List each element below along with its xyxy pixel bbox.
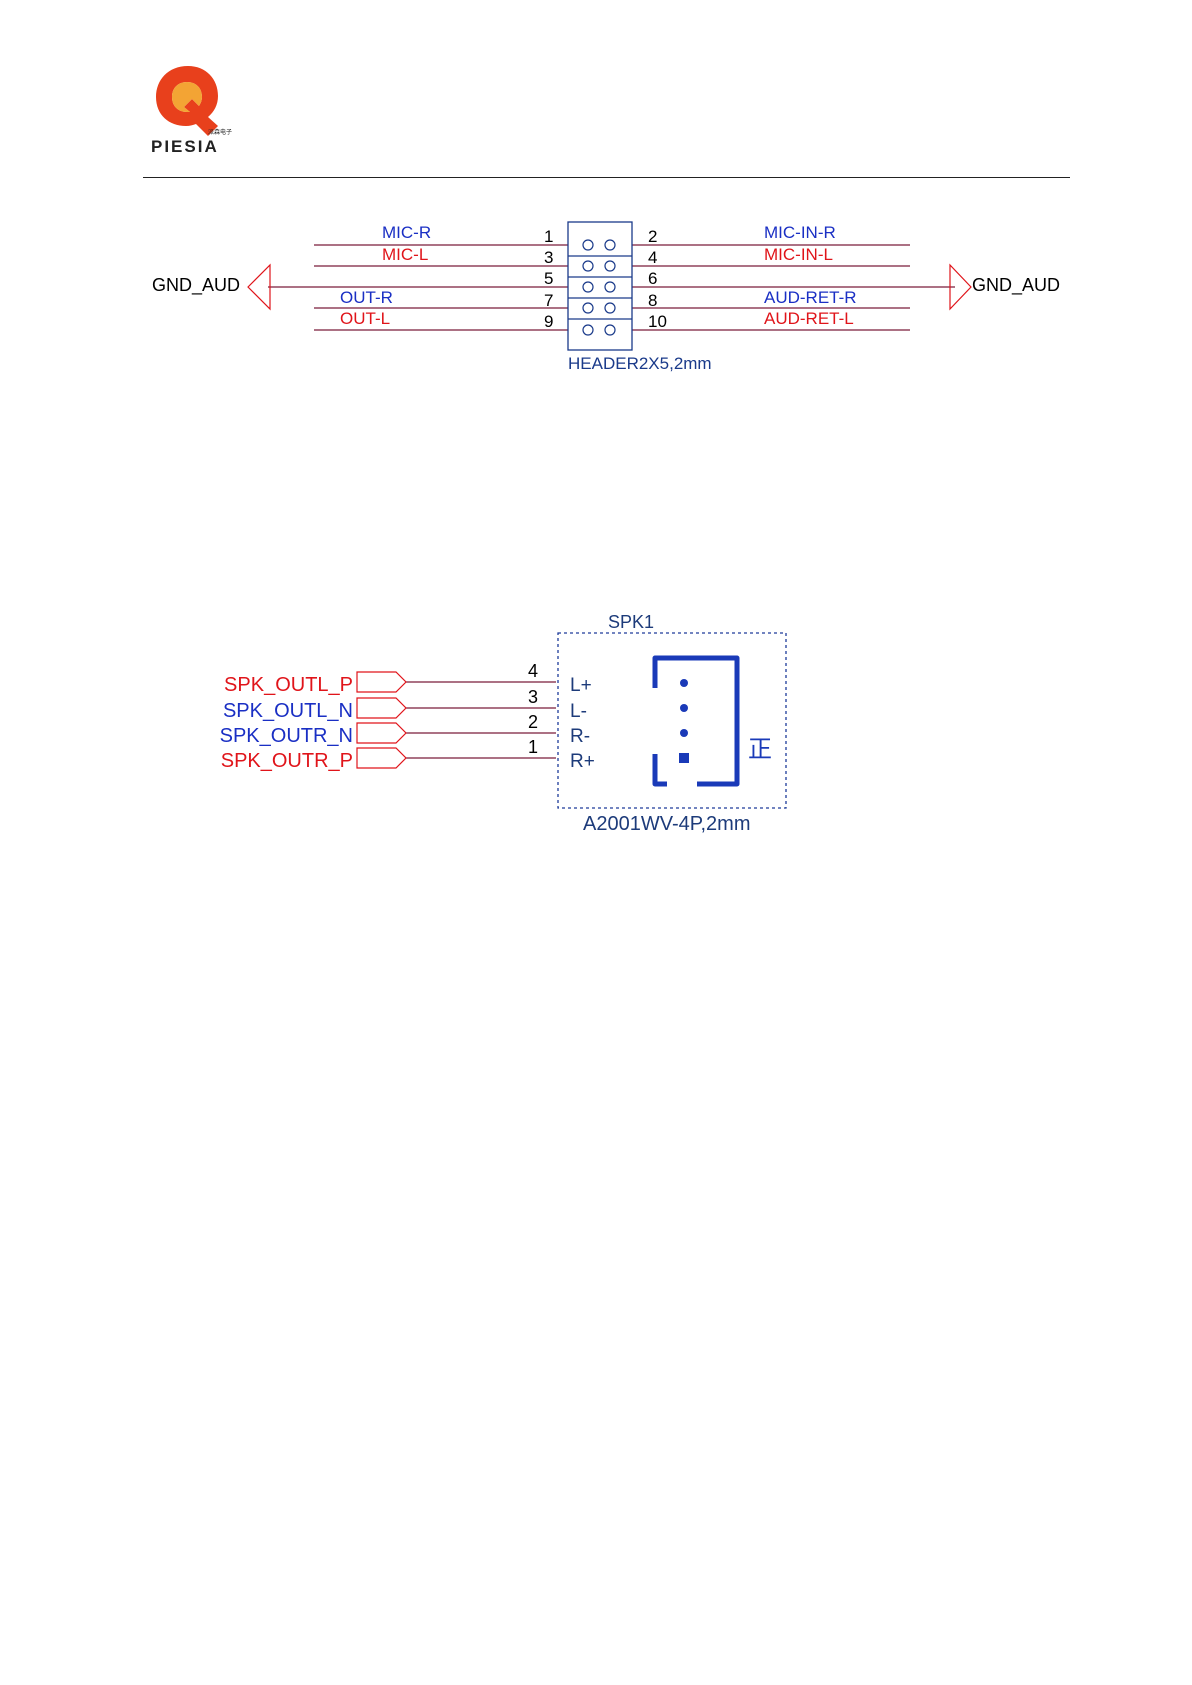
- pin-label: L-: [570, 701, 587, 722]
- pin-number: 10: [648, 312, 667, 331]
- speaker-connector-schematic: SPK1 SPK_OUTL_P SPK_OUTL_N SPK_OUTR_N SP…: [0, 560, 1192, 860]
- pin-label: R+: [570, 751, 595, 772]
- ground-label-left: GND_AUD: [152, 275, 240, 296]
- connector-designator: SPK1: [608, 612, 654, 632]
- pin1-square-icon: [679, 753, 689, 763]
- polarity-mark: 正: [748, 736, 772, 763]
- port-flag-icon: [357, 723, 406, 743]
- port-flag-icon: [357, 672, 406, 692]
- pin-number: 3: [544, 248, 553, 267]
- pin-number: 1: [544, 227, 553, 246]
- pin-number: 3: [528, 687, 538, 707]
- header-body: [568, 222, 632, 350]
- pin-number: 2: [528, 712, 538, 732]
- net-label: MIC-L: [382, 245, 428, 264]
- net-label: MIC-IN-R: [764, 223, 836, 242]
- pin-number: 6: [648, 269, 657, 288]
- connector-body: [655, 658, 737, 784]
- net-label: OUT-L: [340, 309, 390, 328]
- net-label: AUD-RET-R: [764, 288, 857, 307]
- net-label: MIC-R: [382, 223, 431, 242]
- port-net-label: SPK_OUTR_P: [221, 750, 353, 772]
- port-net-label: SPK_OUTL_P: [224, 674, 353, 696]
- connector-part-label: A2001WV-4P,2mm: [583, 813, 751, 835]
- pin-label: L+: [570, 675, 592, 696]
- port-net-label: SPK_OUTL_N: [223, 700, 353, 722]
- ground-label-right: GND_AUD: [972, 275, 1060, 296]
- pin-number: 7: [544, 291, 553, 310]
- pin-number: 2: [648, 227, 657, 246]
- pin-dot-icon: [680, 704, 688, 712]
- audio-header-schematic: GND_AUD GND_AUD HEADER2X5,2mm MIC-R MIC-…: [0, 0, 1192, 420]
- pin-number: 9: [544, 312, 553, 331]
- header-part-label: HEADER2X5,2mm: [568, 354, 712, 373]
- port-flags: [357, 672, 406, 768]
- pin-number: 1: [528, 737, 538, 757]
- pin-number: 5: [544, 269, 553, 288]
- net-label: AUD-RET-L: [764, 309, 854, 328]
- pin-number: 4: [528, 661, 538, 681]
- pin-dot-icon: [680, 729, 688, 737]
- net-label: OUT-R: [340, 288, 393, 307]
- net-label: MIC-IN-L: [764, 245, 833, 264]
- pin-number: 8: [648, 291, 657, 310]
- connector-pins: [679, 679, 689, 763]
- port-net-label: SPK_OUTR_N: [220, 725, 353, 747]
- port-flag-icon: [357, 748, 406, 768]
- port-flag-icon: [357, 698, 406, 718]
- pin-number: 4: [648, 248, 657, 267]
- pin-label: R-: [570, 726, 590, 747]
- pin-dot-icon: [680, 679, 688, 687]
- ground-arrow-left-icon: [248, 265, 270, 309]
